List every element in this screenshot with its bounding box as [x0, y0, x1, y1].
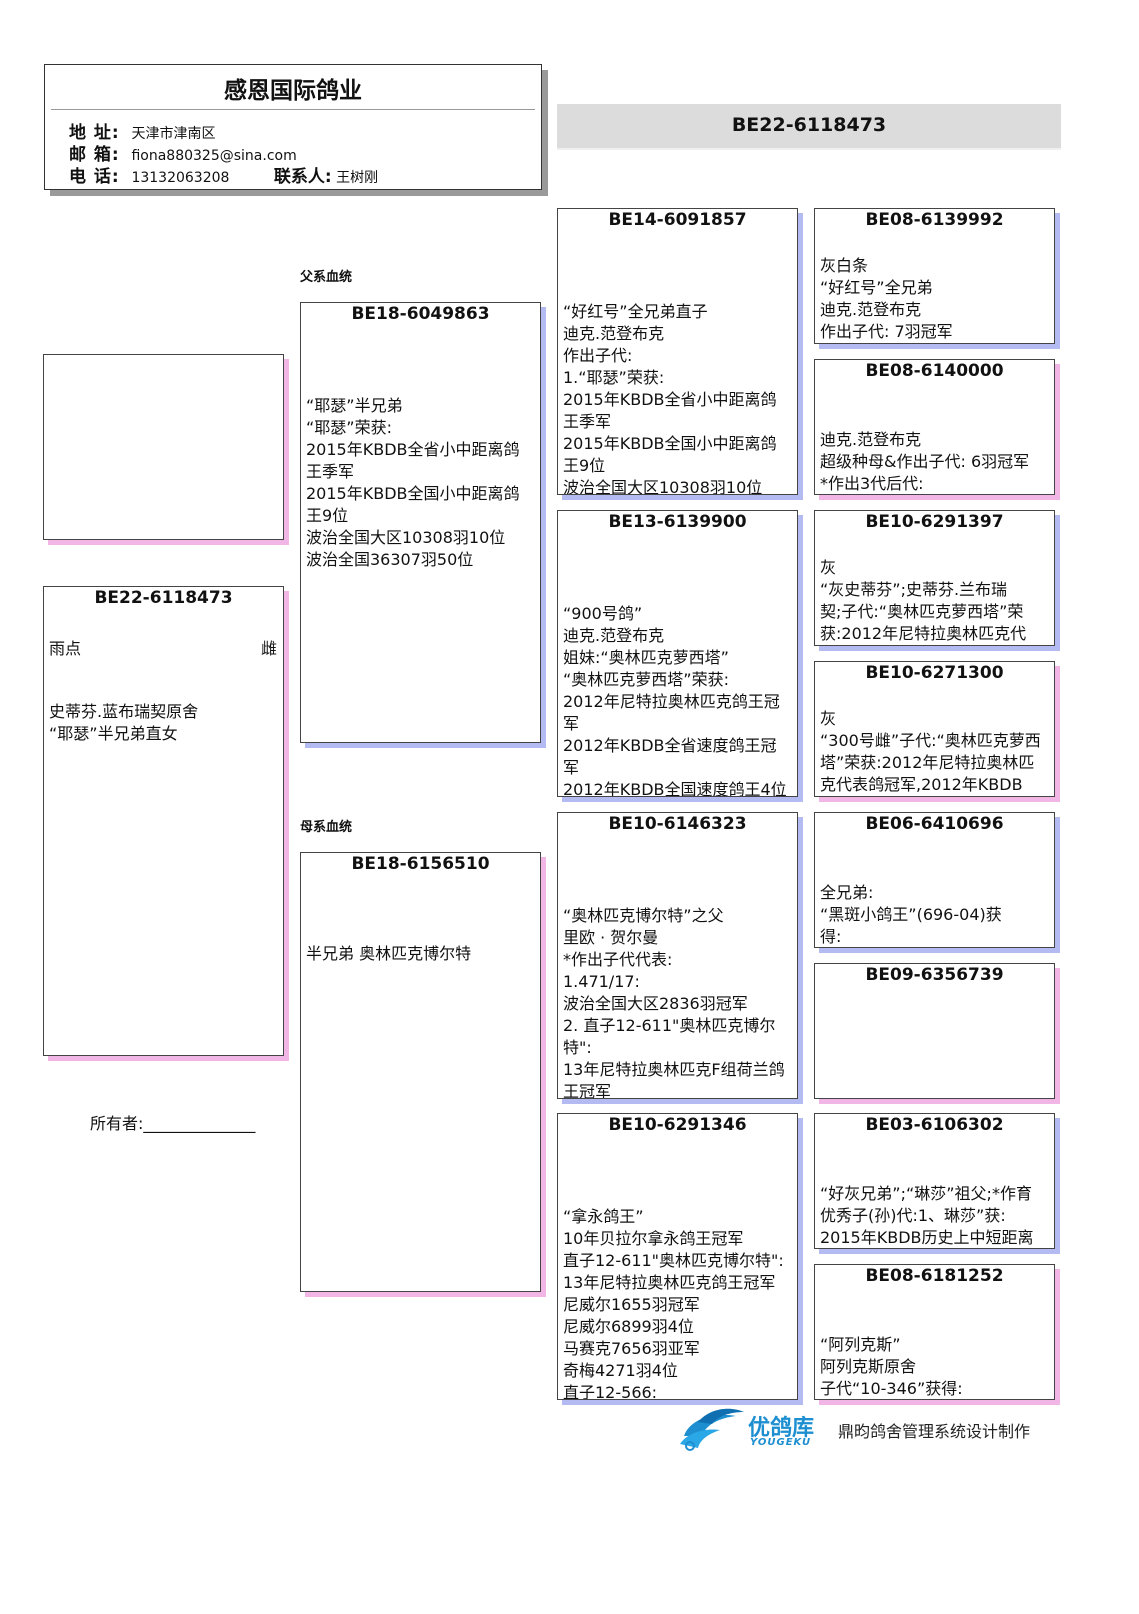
- grandsire-sire-note: “好红号”全兄弟直子 迪克.范登布克 作出子代: 1.“耶瑟”荣获: 2015年…: [563, 302, 777, 495]
- subject-box: BE22-6118473 雨点 雌 史蒂芬.蓝布瑞契原舍 “耶瑟”半兄弟直女: [43, 586, 284, 1056]
- dam-note: 半兄弟 奥林匹克博尔特: [306, 944, 472, 963]
- grandsire-dam-box: BE10-6146323 “奥林匹克博尔特”之父 里欧 · 贺尔曼 *作出子代代…: [557, 812, 798, 1099]
- ggp-note-1: 灰白条 “好红号”全兄弟 迪克.范登布克 作出子代: 7羽冠军: [820, 256, 953, 341]
- sire-ring: BE18-6049863: [351, 304, 490, 324]
- sire-box: BE18-6049863 “耶瑟”半兄弟 “耶瑟”荣获: 2015年KBDB全省…: [300, 302, 541, 743]
- subject-note: 史蒂芬.蓝布瑞契原舍 “耶瑟”半兄弟直女: [49, 702, 199, 743]
- dam-ring: BE18-6156510: [351, 854, 490, 874]
- subject-color: 雨点: [49, 639, 82, 658]
- ggp-box-8: BE08-6181252 “阿列克斯” 阿列克斯原舍 子代“10-346”获得:: [814, 1264, 1055, 1400]
- ggp-note-4: 灰 “300号雌”子代:“奥林匹克萝西 塔”荣获:2012年尼特拉奥林匹 克代表…: [820, 709, 1041, 794]
- main-ring-number: BE22-6118473: [731, 114, 887, 136]
- header-divider: [51, 109, 535, 110]
- ggp-ring-5: BE06-6410696: [865, 814, 1004, 834]
- pigeon-photo-frame: [43, 354, 284, 540]
- ggp-ring-1: BE08-6139992: [865, 210, 1004, 230]
- contact-label: 联系人:: [273, 167, 332, 187]
- subject-ring: BE22-6118473: [94, 588, 233, 608]
- loft-name: 感恩国际鸽业: [224, 78, 362, 104]
- ggp-note-5: 全兄弟: “黑斑小鸽王”(696-04)获 得:: [820, 883, 1002, 946]
- owner-line: 所有者:______________: [90, 1114, 256, 1133]
- granddam-sire-note: “900号鸽” 迪克.范登布克 姐妹:“奥林匹克萝西塔” “奥林匹克萝西塔”荣获…: [563, 604, 787, 797]
- address-value: 天津市津南区: [131, 126, 216, 142]
- ggp-box-5: BE06-6410696 全兄弟: “黑斑小鸽王”(696-04)获 得:: [814, 812, 1055, 948]
- sire-note: “耶瑟”半兄弟 “耶瑟”荣获: 2015年KBDB全省小中距离鸽 王季军 201…: [306, 396, 520, 569]
- ggp-box-4: BE10-6271300 灰 “300号雌”子代:“奥林匹克萝西 塔”荣获:20…: [814, 661, 1055, 797]
- email-label: 邮 箱:: [69, 145, 120, 165]
- sire-line-label: 父系血统: [300, 270, 353, 285]
- dam-box: BE18-6156510 半兄弟 奥林匹克博尔特: [300, 852, 541, 1292]
- ggp-ring-2: BE08-6140000: [865, 361, 1004, 381]
- main-ring-banner: BE22-6118473: [557, 104, 1061, 150]
- loft-info-card: 感恩国际鸽业 地 址: 天津市津南区 邮 箱: fiona880325@sina…: [44, 64, 542, 190]
- address-row: 地 址: 天津市津南区: [69, 123, 215, 144]
- ggp-ring-7: BE03-6106302: [865, 1115, 1004, 1135]
- ggp-ring-6: BE09-6356739: [865, 965, 1004, 985]
- granddam-dam-box: BE10-6291346 “拿永鸽王” 10年贝拉尔拿永鸽王冠军 直子12-61…: [557, 1113, 798, 1400]
- ggp-note-2: 迪克.范登布克 超级种母&作出子代: 6羽冠军 *作出3代后代:: [820, 430, 1030, 493]
- ggp-box-3: BE10-6291397 灰 “灰史蒂芬”;史蒂芬.兰布瑞 契;子代:“奥林匹克…: [814, 510, 1055, 646]
- grandsire-dam-note: “奥林匹克博尔特”之父 里欧 · 贺尔曼 *作出子代代表: 1.471/17: …: [563, 906, 785, 1099]
- brand-name: 优鸽库: [748, 1416, 815, 1441]
- ggp-note-8: “阿列克斯” 阿列克斯原舍 子代“10-346”获得:: [820, 1335, 963, 1398]
- ggp-note-7: “好灰兄弟”;“琳莎”祖父;*作育 优秀子(孙)代:1、琳莎”获: 2015年K…: [820, 1184, 1034, 1247]
- granddam-sire-box: BE13-6139900 “900号鸽” 迪克.范登布克 姐妹:“奥林匹克萝西塔…: [557, 510, 798, 797]
- ggp-box-6: BE09-6356739: [814, 963, 1055, 1099]
- grandsire-dam-ring: BE10-6146323: [608, 814, 747, 834]
- footer-branding: 优鸽库 YOUGEKU 鼎昀鸽舍管理系统设计制作: [676, 1406, 1056, 1454]
- subject-sex: 雌: [260, 639, 277, 658]
- ggp-ring-8: BE08-6181252: [865, 1266, 1004, 1286]
- email-row: 邮 箱: fiona880325@sina.com: [69, 145, 297, 166]
- dam-line-label: 母系血统: [300, 820, 353, 835]
- grandsire-sire-ring: BE14-6091857: [608, 210, 747, 230]
- ggp-ring-3: BE10-6291397: [865, 512, 1004, 532]
- phone-row: 电 话: 13132063208 联系人: 王树刚: [69, 167, 378, 188]
- granddam-sire-ring: BE13-6139900: [608, 512, 747, 532]
- phone-value: 13132063208: [131, 170, 230, 186]
- ggp-box-7: BE03-6106302 “好灰兄弟”;“琳莎”祖父;*作育 优秀子(孙)代:1…: [814, 1113, 1055, 1249]
- ggp-box-2: BE08-6140000 迪克.范登布克 超级种母&作出子代: 6羽冠军 *作出…: [814, 359, 1055, 495]
- contact-value: 王树刚: [336, 170, 379, 186]
- granddam-dam-ring: BE10-6291346: [608, 1115, 747, 1135]
- grandsire-sire-box: BE14-6091857 “好红号”全兄弟直子 迪克.范登布克 作出子代: 1.…: [557, 208, 798, 495]
- ggp-note-3: 灰 “灰史蒂芬”;史蒂芬.兰布瑞 契;子代:“奥林匹克萝西塔”荣 获:2012年…: [820, 558, 1027, 643]
- brand-subtitle: YOUGEKU: [750, 1437, 812, 1448]
- email-value: fiona880325@sina.com: [131, 148, 297, 164]
- granddam-dam-note: “拿永鸽王” 10年贝拉尔拿永鸽王冠军 直子12-611"奥林匹克博尔特": 1…: [563, 1207, 784, 1400]
- brand-credit: 鼎昀鸽舍管理系统设计制作: [838, 1422, 1031, 1441]
- swirl-logo-icon: [680, 1408, 744, 1451]
- ggp-box-1: BE08-6139992 灰白条 “好红号”全兄弟 迪克.范登布克 作出子代: …: [814, 208, 1055, 344]
- ggp-ring-4: BE10-6271300: [865, 663, 1004, 683]
- phone-label: 电 话:: [69, 167, 120, 187]
- address-label: 地 址:: [69, 123, 120, 143]
